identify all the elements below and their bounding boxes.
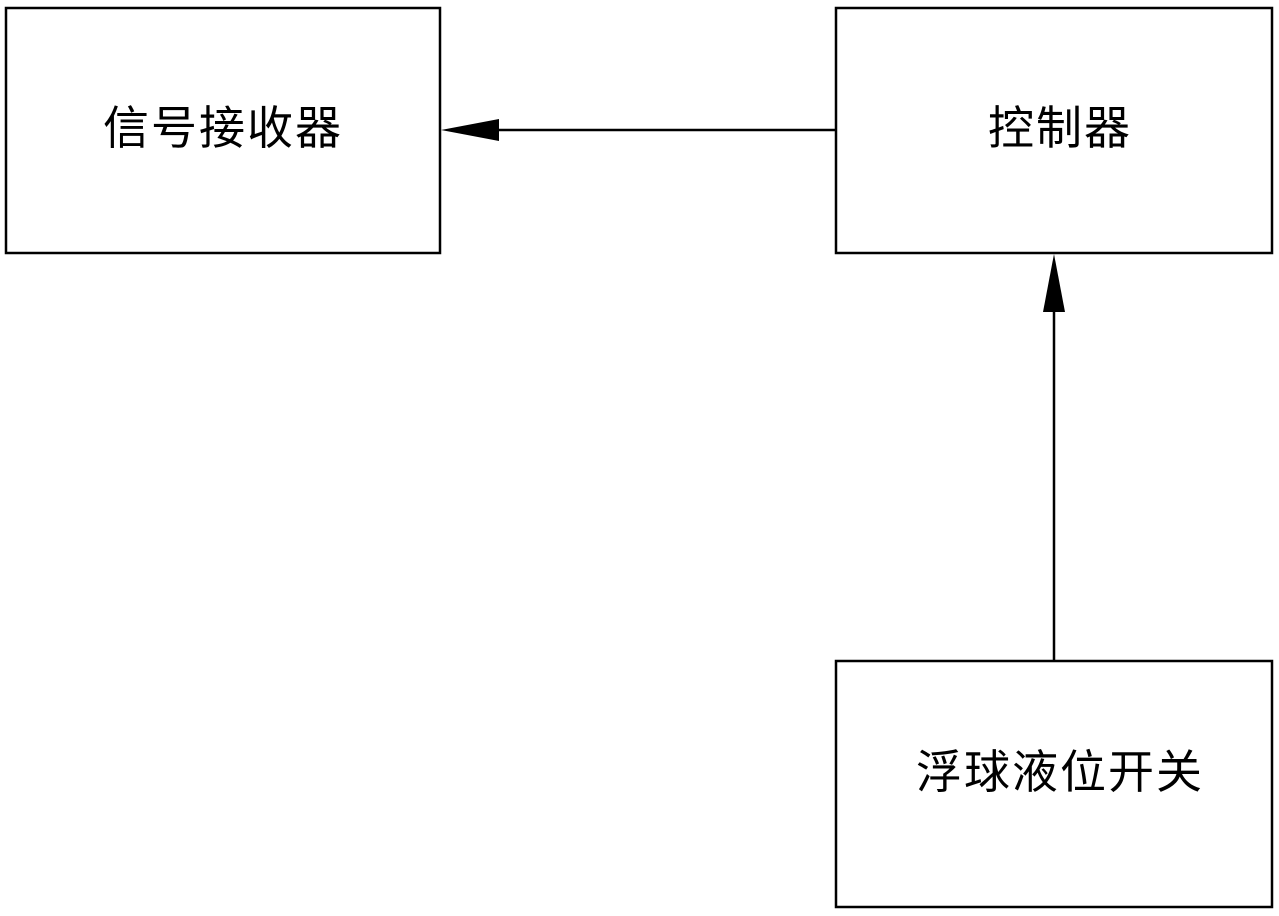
controller-label: 控制器: [988, 101, 1132, 155]
arrowhead-up-icon: [1043, 254, 1065, 312]
node-controller: 控制器: [834, 6, 1274, 255]
node-signal-receiver: 信号接收器: [4, 6, 442, 255]
node-float-level-switch: 浮球液位开关: [834, 659, 1274, 909]
edge-float-switch-to-controller: [1043, 254, 1065, 661]
signal-receiver-label: 信号接收器: [103, 101, 343, 155]
controller-box: [834, 6, 1274, 255]
arrowhead-left-icon: [441, 119, 499, 141]
signal-receiver-box: [4, 6, 442, 255]
edge-controller-to-receiver: [441, 119, 836, 141]
float-switch-label: 浮球液位开关: [916, 745, 1204, 799]
